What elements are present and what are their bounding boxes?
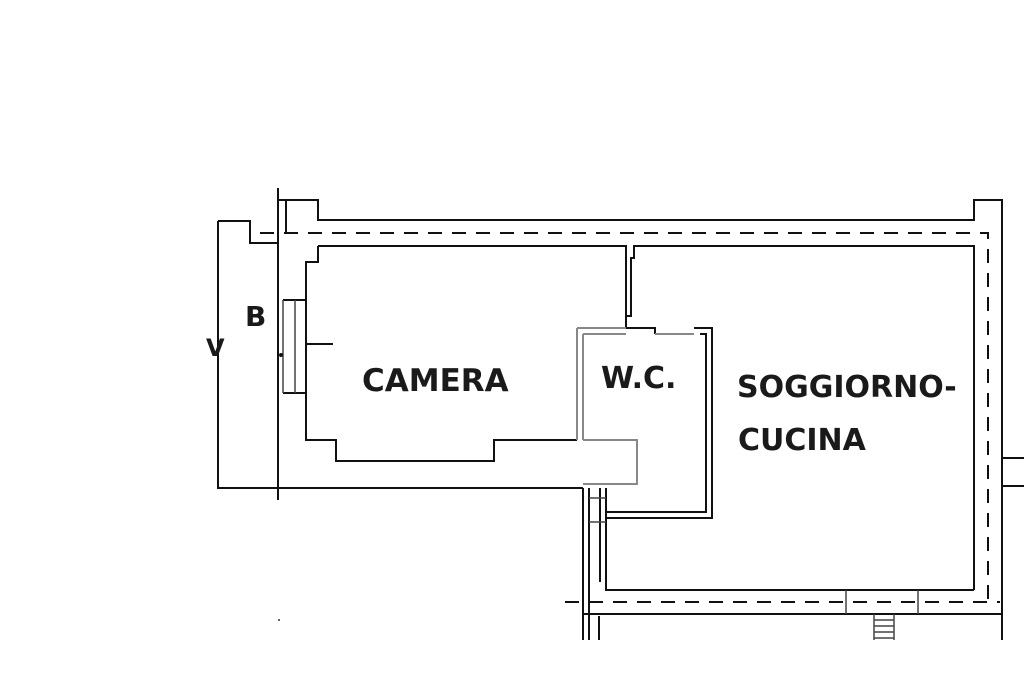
balcony-outline — [217, 188, 279, 500]
wall-centerline — [260, 232, 1000, 603]
camera-room-walls — [282, 245, 627, 462]
room-label-soggiorno: SOGGIORNO- — [737, 370, 957, 405]
stair-symbol — [845, 590, 919, 640]
room-label-cucina: CUCINA — [738, 423, 866, 458]
marker-label-v: V — [206, 334, 225, 362]
marker-label-b: B — [245, 300, 267, 333]
marker-dot-small — [278, 619, 280, 621]
lower-hall-walls — [278, 487, 1002, 640]
right-wall-notch — [1002, 457, 1024, 487]
outer-wall-top — [278, 199, 1003, 640]
room-label-camera: CAMERA — [362, 363, 509, 399]
wc-room-walls — [576, 327, 713, 519]
room-label-wc: W.C. — [601, 361, 677, 396]
partition-wall — [625, 245, 975, 590]
marker-dot — [279, 353, 283, 357]
